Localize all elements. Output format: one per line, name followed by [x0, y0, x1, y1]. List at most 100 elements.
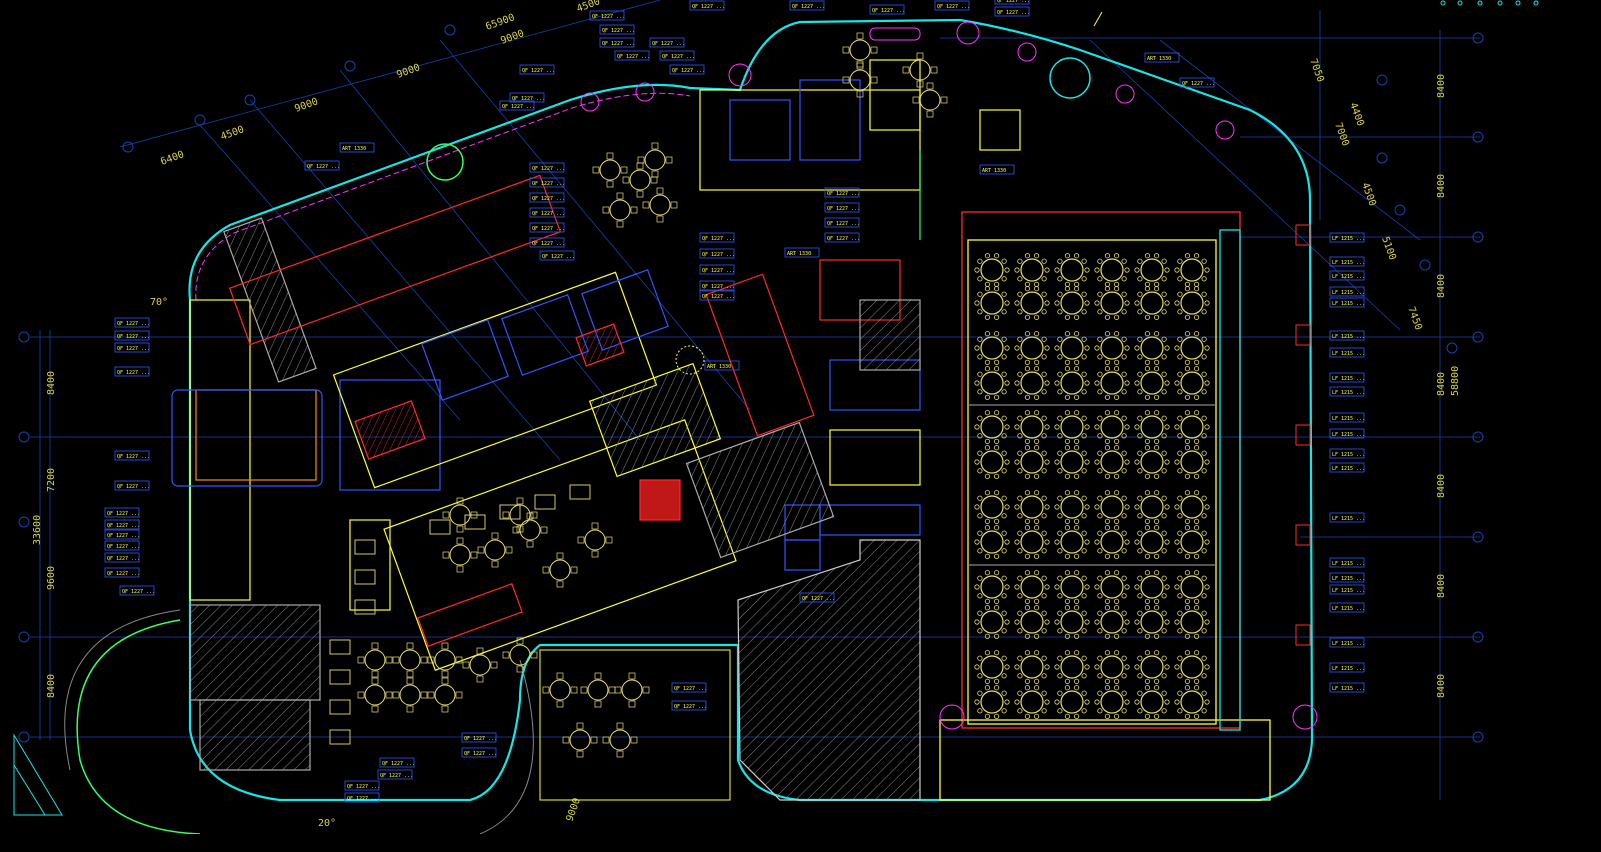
- leader-label[interactable]: LF 1215 ...: [1329, 512, 1365, 523]
- leader-label[interactable]: QF 1227 ...: [304, 160, 340, 171]
- leader-label[interactable]: QF 1227 ...: [344, 780, 380, 791]
- leader-label[interactable]: QF 1227 ...: [529, 222, 565, 233]
- banquet-chair: [1017, 291, 1023, 297]
- leader-label[interactable]: LF 1215 ...: [1329, 637, 1365, 648]
- banquet-table: [1180, 336, 1204, 360]
- leader-label[interactable]: QF 1227 ...: [519, 64, 555, 75]
- leader-label[interactable]: ART 1330: [339, 142, 375, 153]
- leader-label[interactable]: QF 1227 ...: [379, 757, 415, 768]
- banquet-chair: [1054, 619, 1060, 625]
- leader-label[interactable]: QF 1227 ...: [824, 202, 860, 213]
- leader-label-box: [114, 366, 150, 377]
- leader-label[interactable]: QF 1227 ...: [869, 4, 905, 15]
- cad-drawing-canvas[interactable]: 6400 4500 9000 9000 9000 65900 4500 8400…: [0, 0, 1568, 834]
- leader-label[interactable]: QF 1227 ...: [699, 248, 735, 259]
- leader-label[interactable]: LF 1215 ...: [1329, 602, 1365, 613]
- leader-label[interactable]: QF 1227 ...: [1179, 77, 1215, 88]
- leader-label[interactable]: QF 1227 ...: [649, 37, 685, 48]
- leader-label[interactable]: LF 1215 ...: [1329, 347, 1365, 358]
- leader-label[interactable]: QF 1227 ...: [671, 682, 707, 693]
- leader-label[interactable]: QF 1227 ...: [529, 177, 565, 188]
- leader-label[interactable]: QF 1227 ...: [114, 317, 150, 328]
- leader-label[interactable]: LF 1215 ...: [1329, 256, 1365, 267]
- leader-label[interactable]: LF 1215 ...: [1329, 232, 1365, 243]
- banquet-chair: [1137, 690, 1143, 696]
- banquet-chair: [1041, 673, 1047, 679]
- leader-label[interactable]: QF 1227 ...: [529, 192, 565, 203]
- leader-label[interactable]: QF 1227 ...: [461, 732, 497, 743]
- leader-label[interactable]: QF 1227 ...: [509, 92, 545, 103]
- leader-label[interactable]: QF 1227 ...: [114, 366, 150, 377]
- leader-label[interactable]: QF 1227 ...: [699, 280, 735, 291]
- leader-label[interactable]: LF 1215 ...: [1329, 448, 1365, 459]
- leader-label[interactable]: QF 1227 ...: [824, 232, 860, 243]
- leader-label[interactable]: ART 1330: [1144, 52, 1180, 63]
- leader-label[interactable]: LF 1215 ...: [1329, 412, 1365, 423]
- leader-label[interactable]: LF 1215 ...: [1329, 662, 1365, 673]
- leader-label[interactable]: QF 1227 ...: [114, 342, 150, 353]
- top-right-symbols: [1440, 0, 1539, 6]
- leader-label[interactable]: QF 1227 ...: [529, 207, 565, 218]
- banquet-chair: [1201, 309, 1207, 315]
- leader-label[interactable]: QF 1227 ...: [119, 585, 155, 596]
- leader-label[interactable]: QF 1227 ...: [994, 0, 1030, 5]
- leader-label[interactable]: QF 1227 ...: [344, 792, 380, 803]
- small-symbol: [1457, 0, 1463, 6]
- leader-label[interactable]: QF 1227 ...: [671, 700, 707, 711]
- leader-label[interactable]: QF 1227 ...: [114, 480, 150, 491]
- leader-label[interactable]: ART 1330: [704, 360, 740, 371]
- leader-label[interactable]: LF 1215 ...: [1329, 386, 1365, 397]
- leader-label[interactable]: QF 1227 ...: [824, 187, 860, 198]
- leader-label[interactable]: QF 1227 ...: [699, 232, 735, 243]
- leader-label[interactable]: QF 1227 ...: [539, 250, 575, 261]
- banquet-chair: [1074, 394, 1080, 400]
- leader-label[interactable]: LF 1215 ...: [1329, 372, 1365, 383]
- leader-label[interactable]: QF 1227 ...: [499, 100, 535, 111]
- leader-label[interactable]: QF 1227 ...: [934, 0, 970, 11]
- banquet-table: [1100, 450, 1124, 474]
- leader-label[interactable]: QF 1227 ...: [699, 264, 735, 275]
- leader-label[interactable]: LF 1215 ...: [1329, 572, 1365, 583]
- banquet-chair: [1154, 253, 1160, 259]
- leader-label[interactable]: QF 1227 ...: [114, 330, 150, 341]
- leader-label[interactable]: QF 1227 ...: [599, 24, 635, 35]
- leader-label[interactable]: QF 1227 ...: [824, 217, 860, 228]
- leader-label[interactable]: QF 1227 ...: [377, 769, 413, 780]
- banquet-chair: [1004, 664, 1010, 670]
- leader-label[interactable]: LF 1215 ...: [1329, 297, 1365, 308]
- leader-label[interactable]: QF 1227 ...: [669, 64, 705, 75]
- leader-label[interactable]: QF 1227 ...: [529, 162, 565, 173]
- leader-label[interactable]: QF 1227 ...: [104, 529, 140, 540]
- leader-label[interactable]: QF 1227 ...: [614, 50, 650, 61]
- leader-label[interactable]: ART 1330: [784, 247, 820, 258]
- leader-label[interactable]: QF 1227 ...: [104, 540, 140, 551]
- leader-label[interactable]: LF 1215 ...: [1329, 557, 1365, 568]
- banquet-chair: [1114, 650, 1120, 656]
- leader-label[interactable]: QF 1227 ...: [994, 6, 1030, 17]
- leader-label[interactable]: QF 1227 ...: [699, 290, 735, 301]
- leader-label[interactable]: QF 1227 ...: [104, 567, 140, 578]
- leader-label[interactable]: QF 1227 ...: [659, 50, 695, 61]
- leader-label[interactable]: QF 1227 ...: [589, 10, 625, 21]
- leader-label[interactable]: QF 1227 ...: [104, 552, 140, 563]
- leader-label[interactable]: LF 1215 ...: [1329, 584, 1365, 595]
- leader-label[interactable]: QF 1227 ...: [104, 519, 140, 530]
- leader-label[interactable]: LF 1215 ...: [1329, 270, 1365, 281]
- leader-label-text: QF 1227 ...: [107, 556, 140, 562]
- leader-label[interactable]: QF 1227 ...: [789, 0, 825, 11]
- leader-label[interactable]: LF 1215 ...: [1329, 428, 1365, 439]
- leader-label[interactable]: ART 1330: [979, 164, 1015, 175]
- leader-label[interactable]: QF 1227 ...: [104, 507, 140, 518]
- leader-label[interactable]: QF 1227 ...: [529, 237, 565, 248]
- leader-label[interactable]: QF 1227 ...: [599, 37, 635, 48]
- leader-label[interactable]: LF 1215 ...: [1329, 682, 1365, 693]
- leader-label[interactable]: QF 1227 ...: [689, 0, 725, 11]
- leader-label[interactable]: QF 1227 ...: [461, 747, 497, 758]
- leader-label[interactable]: LF 1215 ...: [1329, 330, 1365, 341]
- banquet-chair: [1164, 300, 1170, 306]
- leader-label[interactable]: QF 1227 ...: [114, 450, 150, 461]
- leader-label[interactable]: LF 1215 ...: [1329, 462, 1365, 473]
- leader-label[interactable]: QF 1227 ...: [799, 592, 835, 603]
- leader-label[interactable]: LF 1215 ...: [1329, 286, 1365, 297]
- leader-label-text: LF 1215 ...: [1332, 390, 1365, 396]
